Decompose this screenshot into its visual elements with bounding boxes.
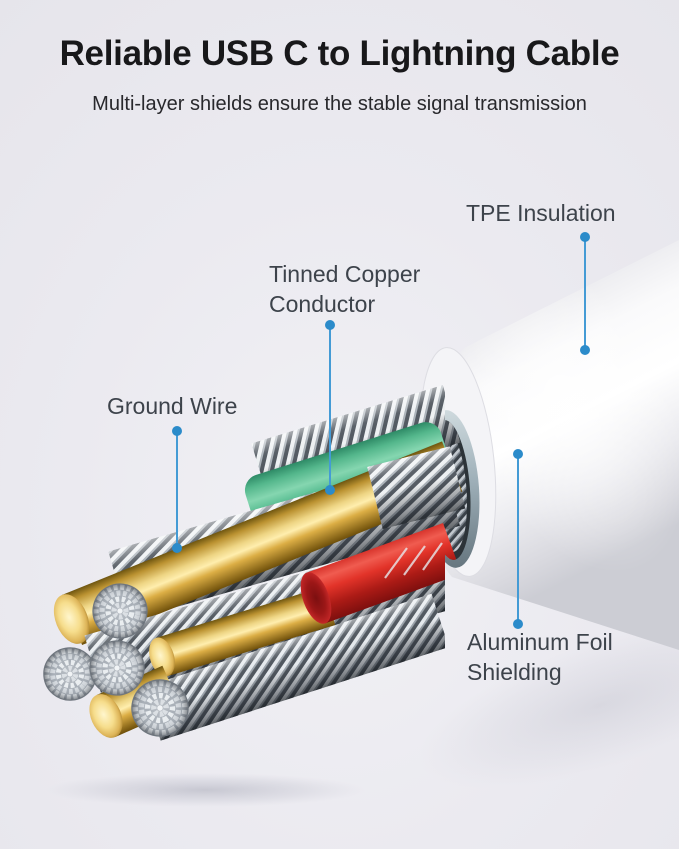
- callout-conductor-line1: Tinned Copper: [269, 261, 421, 287]
- ground-wire-leader-line: [172, 426, 182, 553]
- floor-shadow: [45, 773, 365, 807]
- shield-braid-rope-bottom: [143, 593, 449, 741]
- leader-dot: [580, 232, 590, 242]
- ground-wire-cut-end: [53, 594, 90, 644]
- leader-dot: [513, 449, 523, 459]
- bottom-copper-cut-end: [89, 694, 123, 738]
- callout-ground-wire-label: Ground Wire: [107, 393, 238, 419]
- callout-aluminum-line1: Aluminum Foil: [467, 629, 613, 655]
- red-wire-conductor: [149, 586, 336, 677]
- leader-dot: [325, 485, 335, 495]
- tpe-insulation-leader-line: [580, 232, 590, 355]
- tpe-jacket: [419, 240, 679, 650]
- callout-tinned-copper-conductor: Tinned Copper Conductor: [269, 259, 420, 319]
- leader-dot: [513, 619, 523, 629]
- conductor-leader-line: [325, 320, 335, 495]
- ground-copper-wire: [53, 441, 463, 646]
- callout-tpe-insulation-label: TPE Insulation: [466, 200, 616, 226]
- callout-conductor-line2: Conductor: [269, 291, 376, 317]
- page-subtitle: Multi-layer shields ensure the stable si…: [92, 93, 587, 115]
- leader-dot: [325, 320, 335, 330]
- leader-dot: [172, 426, 182, 436]
- leader-dot: [580, 345, 590, 355]
- strand-accents: [384, 542, 443, 579]
- callout-aluminum-line2: Shielding: [467, 659, 562, 685]
- aluminum-foil-leader-line: [513, 449, 523, 629]
- page-title: Reliable USB C to Lightning Cable: [59, 34, 620, 73]
- callout-ground-wire: Ground Wire: [107, 391, 237, 421]
- callout-aluminum-foil-shielding: Aluminum Foil Shielding: [467, 627, 613, 687]
- callout-tpe-insulation: TPE Insulation: [466, 198, 616, 228]
- shield-braid-patch: [367, 446, 466, 530]
- cable-soft-shadow: [418, 621, 679, 789]
- conductor-cut-end: [149, 637, 175, 677]
- leader-dot: [172, 543, 182, 553]
- red-insulation-cut-end: [300, 572, 332, 624]
